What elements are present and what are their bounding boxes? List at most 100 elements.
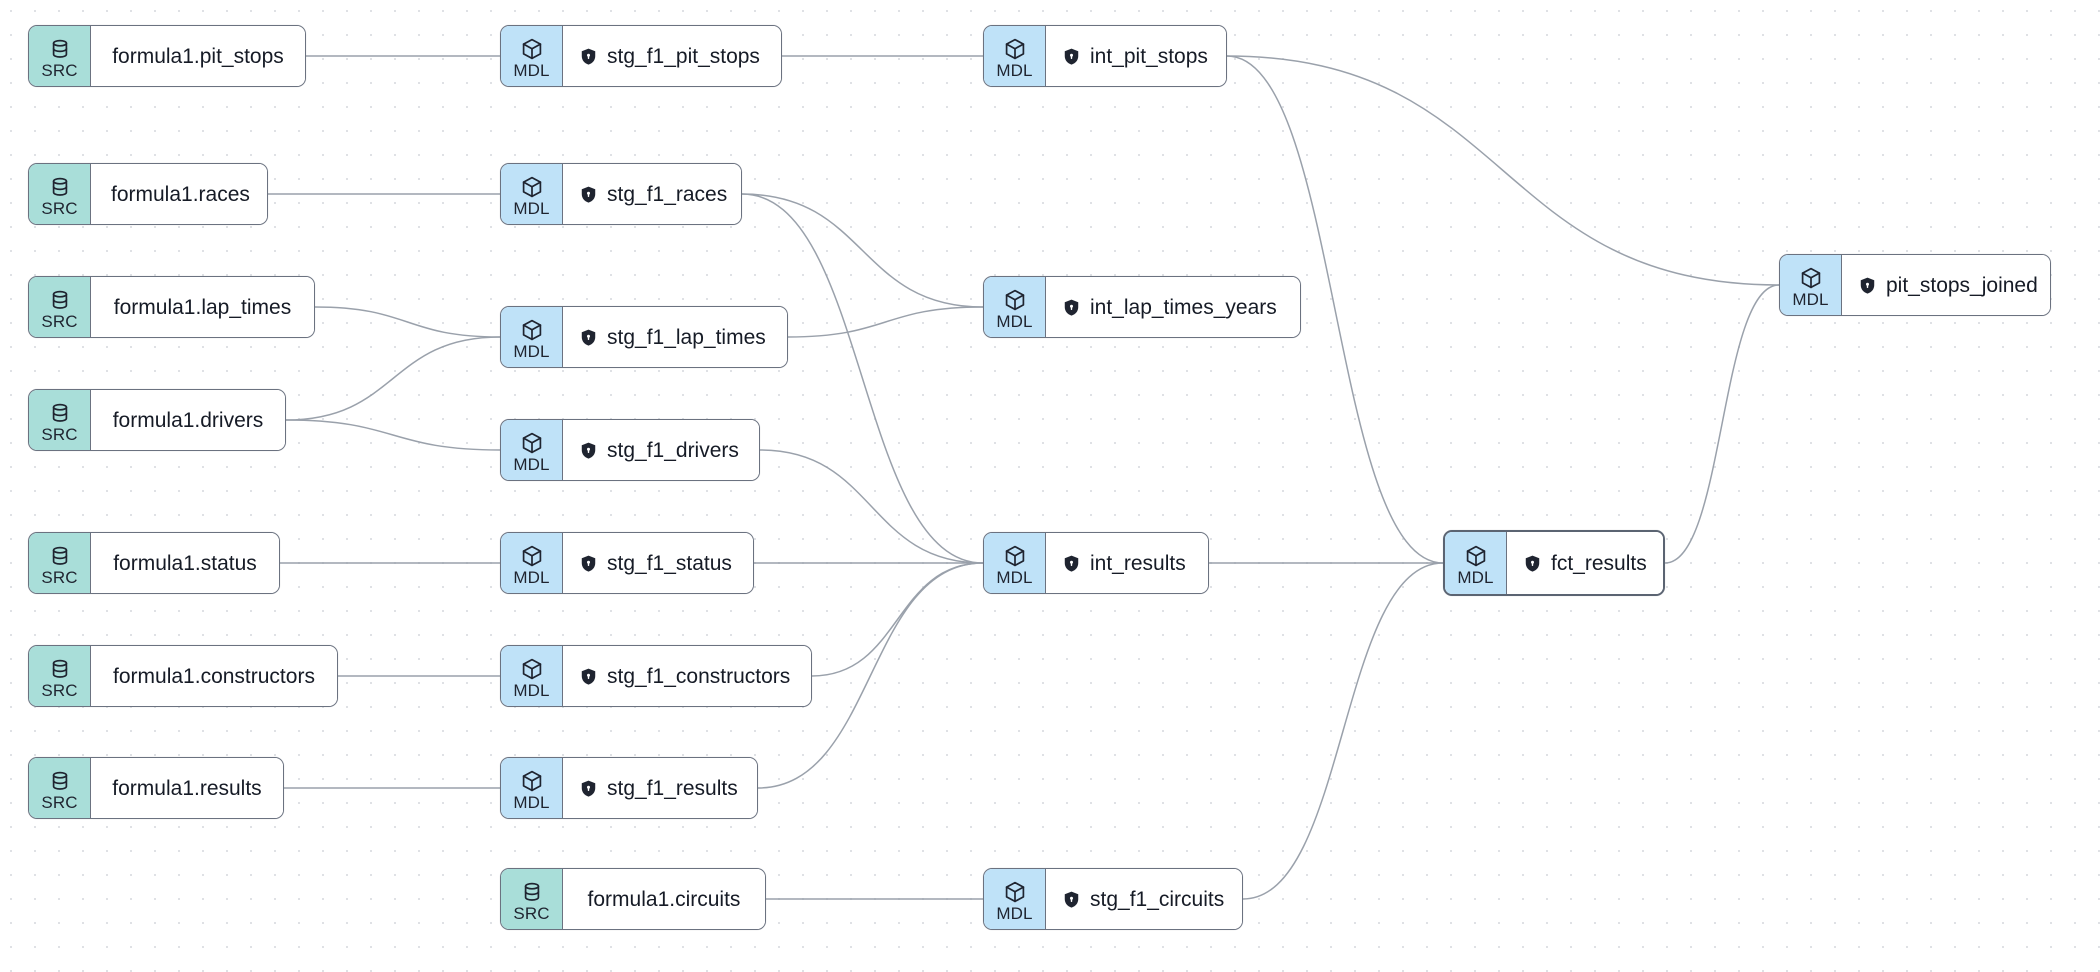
badge-mdl: MDL [501, 164, 563, 224]
edge-fct_results-to-pit_stops_joined [1664, 284, 1780, 564]
node-label: formula1.lap_times [113, 295, 292, 319]
database-icon [48, 175, 72, 199]
cube-icon [520, 657, 544, 681]
node-body: stg_f1_pit_stops [563, 26, 781, 86]
node-stg_constructors[interactable]: MDL stg_f1_constructors [500, 645, 812, 707]
badge-mdl: MDL [1780, 255, 1842, 315]
badge-label: SRC [41, 424, 78, 444]
node-label: formula1.circuits [587, 887, 741, 911]
node-body: int_pit_stops [1046, 26, 1226, 86]
badge-mdl: MDL [501, 533, 563, 593]
node-body: formula1.races [91, 164, 267, 224]
shield-lock-icon [1062, 47, 1081, 66]
badge-label: SRC [41, 680, 78, 700]
node-src_results[interactable]: SRC formula1.results [28, 757, 284, 819]
database-icon [48, 288, 72, 312]
badge-label: MDL [513, 792, 550, 812]
badge-mdl: MDL [984, 533, 1046, 593]
badge-src: SRC [501, 869, 563, 929]
node-label: formula1.races [111, 182, 250, 206]
node-stg_circuits[interactable]: MDL stg_f1_circuits [983, 868, 1243, 930]
node-src_lap_times[interactable]: SRC formula1.lap_times [28, 276, 315, 338]
badge-label: SRC [41, 567, 78, 587]
shield-lock-icon [579, 185, 598, 204]
node-src_drivers[interactable]: SRC formula1.drivers [28, 389, 286, 451]
node-label: formula1.constructors [113, 664, 315, 688]
shield-lock-icon [1062, 890, 1081, 909]
database-icon [48, 657, 72, 681]
node-body: fct_results [1507, 532, 1663, 594]
badge-label: MDL [996, 903, 1033, 923]
database-icon [48, 544, 72, 568]
edge-src_drivers-to-stg_lap_times [285, 336, 501, 421]
badge-src: SRC [29, 390, 91, 450]
badge-label: MDL [996, 60, 1033, 80]
node-label: int_lap_times_years [1090, 295, 1277, 319]
node-body: stg_f1_results [563, 758, 757, 818]
node-label: formula1.status [113, 551, 257, 575]
badge-mdl: MDL [501, 307, 563, 367]
node-body: formula1.circuits [563, 869, 765, 929]
badge-src: SRC [29, 646, 91, 706]
node-label: stg_f1_circuits [1090, 887, 1225, 911]
node-pit_stops_joined[interactable]: MDL pit_stops_joined [1779, 254, 2051, 316]
node-stg_results[interactable]: MDL stg_f1_results [500, 757, 758, 819]
cube-icon [1003, 544, 1027, 568]
cube-icon [520, 769, 544, 793]
cube-icon [520, 544, 544, 568]
node-src_status[interactable]: SRC formula1.status [28, 532, 280, 594]
shield-lock-icon [579, 667, 598, 686]
node-body: stg_f1_races [563, 164, 741, 224]
badge-label: MDL [513, 680, 550, 700]
badge-label: MDL [513, 341, 550, 361]
badge-src: SRC [29, 758, 91, 818]
badge-label: MDL [1792, 289, 1829, 309]
badge-src: SRC [29, 277, 91, 337]
node-label: formula1.results [112, 776, 262, 800]
node-body: stg_f1_circuits [1046, 869, 1242, 929]
node-label: stg_f1_drivers [607, 438, 739, 462]
node-stg_lap_times[interactable]: MDL stg_f1_lap_times [500, 306, 788, 368]
node-src_circuits[interactable]: SRC formula1.circuits [500, 868, 766, 930]
node-label: stg_f1_lap_times [607, 325, 766, 349]
node-label: int_results [1090, 551, 1186, 575]
node-body: formula1.lap_times [91, 277, 314, 337]
badge-mdl: MDL [984, 869, 1046, 929]
node-body: pit_stops_joined [1842, 255, 2050, 315]
cube-icon [520, 37, 544, 61]
shield-lock-icon [579, 554, 598, 573]
shield-lock-icon [1062, 298, 1081, 317]
edge-src_lap_times-to-stg_lap_times [314, 306, 501, 338]
shield-lock-icon [579, 441, 598, 460]
node-label: formula1.pit_stops [112, 44, 284, 68]
node-label: formula1.drivers [112, 408, 264, 432]
node-body: int_results [1046, 533, 1208, 593]
node-label: fct_results [1551, 551, 1647, 575]
node-src_constructors[interactable]: SRC formula1.constructors [28, 645, 338, 707]
badge-mdl: MDL [984, 26, 1046, 86]
node-int_pit_stops[interactable]: MDL int_pit_stops [983, 25, 1227, 87]
cube-icon [520, 175, 544, 199]
edge-stg_constructors-to-int_results [811, 562, 984, 677]
node-body: formula1.results [91, 758, 283, 818]
cube-icon [520, 318, 544, 342]
badge-label: MDL [996, 567, 1033, 587]
edge-stg_lap_times-to-int_lap_times_years [787, 306, 984, 338]
node-body: formula1.constructors [91, 646, 337, 706]
shield-lock-icon [579, 328, 598, 347]
node-body: formula1.drivers [91, 390, 285, 450]
node-int_results[interactable]: MDL int_results [983, 532, 1209, 594]
node-label: stg_f1_constructors [607, 664, 791, 688]
edge-stg_circuits-to-fct_results [1242, 562, 1444, 900]
shield-lock-icon [1523, 554, 1542, 573]
